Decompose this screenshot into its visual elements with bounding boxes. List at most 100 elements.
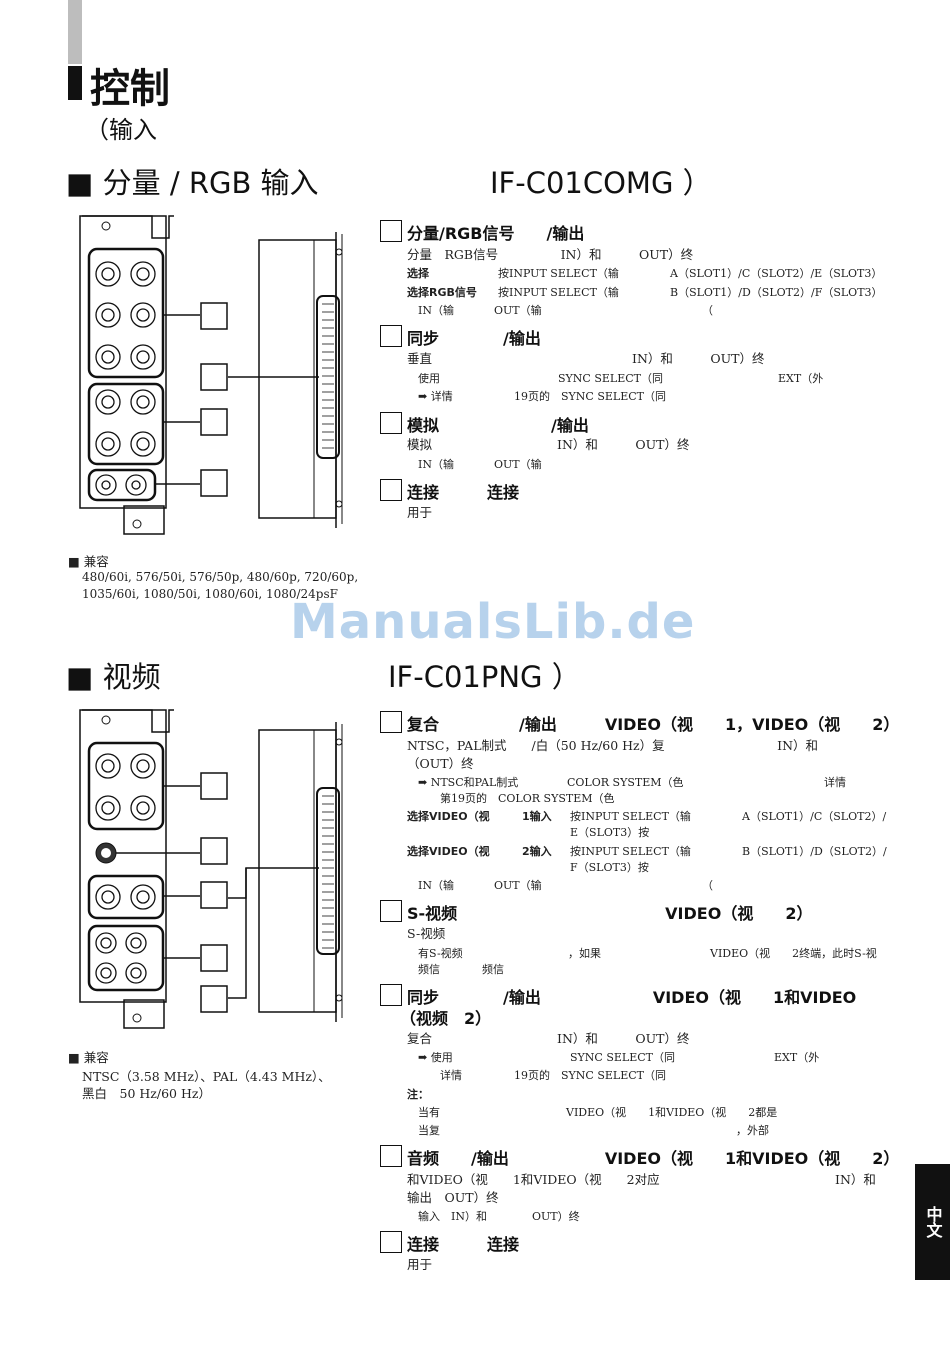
section-title: ■ 分量 / RGB 输入 — [66, 166, 319, 200]
page-subtitle: （输入 — [85, 116, 157, 144]
item-text: 频信 — [418, 963, 440, 976]
item-text: 输出 OUT）终 — [407, 1190, 499, 1205]
item-text: A（SLOT1）/C（SLOT2）/ — [742, 810, 887, 823]
item-text: 垂直 IN）和 OUT）终 — [407, 351, 765, 366]
item-heading: 模拟 /输出 — [407, 416, 589, 435]
item-heading: 连接 连接 — [407, 1235, 520, 1254]
item-text: COLOR SYSTEM（色 — [567, 776, 684, 789]
item-text: 19页的 SYNC SELECT（同 — [514, 390, 666, 403]
item-text: 按INPUT SELECT（输 — [498, 267, 619, 280]
item-text: 选择 — [407, 267, 429, 280]
item-number-box — [380, 1145, 402, 1167]
item-heading: 分量/RGB信号 /输出 — [407, 224, 585, 243]
item-number-box — [380, 412, 402, 434]
item-text: 用于 — [407, 505, 433, 520]
item-text: ➡ 详情 — [418, 390, 453, 403]
component-board-diagram — [79, 215, 343, 535]
item-number-box — [380, 1231, 402, 1253]
item-text: 第19页的 COLOR SYSTEM（色 — [440, 792, 615, 805]
language-tab: 中文 — [915, 1164, 950, 1280]
item-text: 1输入 — [522, 810, 552, 823]
item-text: OUT（输 — [494, 879, 542, 892]
item-text: IN（输 — [418, 458, 454, 471]
item-text: ，如果 — [568, 947, 601, 960]
item-text: OUT（输 — [494, 458, 542, 471]
language-tab-label: 中文 — [923, 1206, 943, 1238]
item-text: OUT）终 — [532, 1210, 580, 1223]
note-label: 注： — [407, 1088, 429, 1101]
item-text: 2输入 — [522, 845, 552, 858]
item-text: 详情 — [440, 1069, 462, 1082]
item-text: 选择VIDEO（视 — [407, 845, 490, 858]
item-number-box — [380, 711, 402, 733]
item-text: （ — [702, 879, 713, 892]
item-text: 按INPUT SELECT（输 — [570, 845, 691, 858]
item-text: （OUT）终 — [407, 756, 474, 771]
item-text: IN（输 — [418, 879, 454, 892]
video-board-diagram — [79, 709, 343, 1029]
item-heading: 复合 /输出 VIDEO（视 1，VIDEO（视 2） — [407, 715, 900, 734]
item-text: 频信 — [482, 963, 504, 976]
item-text: （ — [702, 304, 713, 317]
page-title: 控制 — [90, 66, 170, 112]
item-text: 输入 IN）和 — [418, 1210, 487, 1223]
compat-heading: ■ 兼容 — [68, 554, 109, 569]
item-number-box — [380, 479, 402, 501]
item-text: IN）和 — [835, 1172, 876, 1187]
item-text: 当有 — [418, 1106, 440, 1119]
item-text: 按INPUT SELECT（输 — [498, 286, 619, 299]
item-text: VIDEO（视 1和VIDEO（视 2都是 — [566, 1106, 778, 1119]
item-number-box — [380, 984, 402, 1006]
item-text: SYNC SELECT（同 — [570, 1051, 675, 1064]
item-text: 选择VIDEO（视 — [407, 810, 490, 823]
item-text: 复合 IN）和 OUT）终 — [407, 1031, 690, 1046]
page-accent-bar — [68, 0, 82, 64]
item-text: 分量 RGB信号 IN）和 OUT）终 — [407, 247, 694, 262]
item-number-box — [380, 325, 402, 347]
item-text: 用于 — [407, 1257, 433, 1272]
item-text: EXT（外 — [774, 1051, 820, 1064]
item-heading: 音频 /输出 VIDEO（视 1和VIDEO（视 2） — [407, 1149, 900, 1168]
item-heading: 同步 /输出 VIDEO（视 1和VIDEO — [407, 988, 857, 1007]
item-text: ➡ 使用 — [418, 1051, 453, 1064]
item-text: ，外部 — [736, 1124, 769, 1137]
item-text: EXT（外 — [778, 372, 824, 385]
item-text: IN（输 — [418, 304, 454, 317]
compat-line: 黑白 50 Hz/60 Hz） — [82, 1086, 211, 1101]
item-text: VIDEO（视 2终端，此时S-视 — [710, 947, 877, 960]
item-text: ➡ NTSC和PAL制式 — [418, 776, 519, 789]
item-text: 详情 — [824, 776, 846, 789]
model-number: IF-C01PNG ） — [388, 660, 581, 694]
item-text: 按INPUT SELECT（输 — [570, 810, 691, 823]
item-text: B（SLOT1）/D（SLOT2）/F（SLOT3） — [670, 286, 883, 299]
item-text: 19页的 SYNC SELECT（同 — [514, 1069, 666, 1082]
item-text: 使用 — [418, 372, 440, 385]
watermark: ManualsLib.de — [290, 594, 696, 650]
section-title: ■ 视频 — [66, 660, 161, 694]
item-heading: （视频 2） — [400, 1009, 492, 1028]
item-number-box — [380, 220, 402, 242]
item-text: 和VIDEO（视 1和VIDEO（视 2对应 — [407, 1172, 660, 1187]
item-text: 选择RGB信号 — [407, 286, 477, 299]
item-text: 有S-视频 — [418, 947, 463, 960]
item-text: NTSC，PAL制式 /白（50 Hz/60 Hz）复 IN）和 — [407, 738, 819, 753]
item-heading: 同步 /输出 — [407, 329, 541, 348]
item-text: OUT（输 — [494, 304, 542, 317]
item-text: E（SLOT3）按 — [570, 826, 650, 839]
item-text: 模拟 IN）和 OUT）终 — [407, 437, 690, 452]
item-number-box — [380, 900, 402, 922]
item-text: SYNC SELECT（同 — [558, 372, 663, 385]
item-text: A（SLOT1）/C（SLOT2）/E（SLOT3） — [670, 267, 883, 280]
item-text: F（SLOT3）按 — [570, 861, 649, 874]
model-number: IF-C01COMG ） — [490, 166, 712, 200]
compat-line: 480/60i, 576/50i, 576/50p, 480/60p, 720/… — [82, 570, 359, 584]
item-heading: 连接 连接 — [407, 483, 520, 502]
title-marker — [68, 66, 82, 100]
compat-heading: ■ 兼容 — [68, 1050, 109, 1065]
item-text: S-视频 — [407, 926, 446, 941]
item-text: 当复 — [418, 1124, 440, 1137]
compat-line: 1035/60i, 1080/50i, 1080/60i, 1080/24psF — [82, 587, 338, 601]
compat-line: NTSC（3.58 MHz）、PAL（4.43 MHz）、 — [82, 1069, 331, 1084]
item-heading: S-视频 VIDEO（视 2） — [407, 904, 813, 923]
item-text: B（SLOT1）/D（SLOT2）/ — [742, 845, 887, 858]
